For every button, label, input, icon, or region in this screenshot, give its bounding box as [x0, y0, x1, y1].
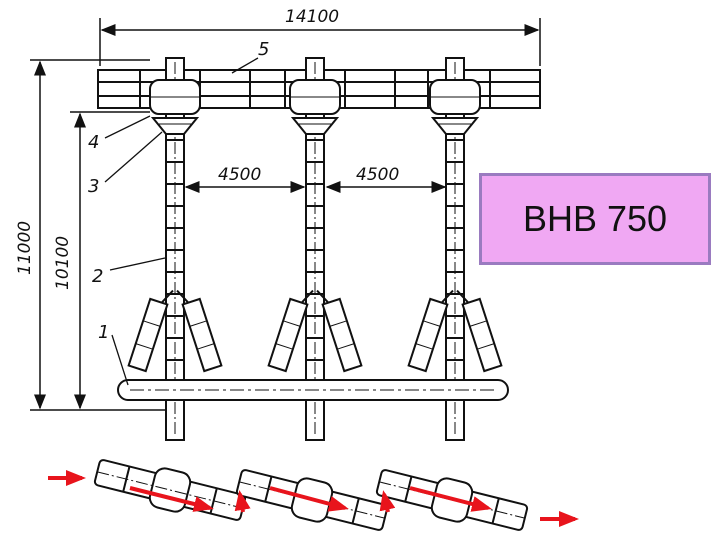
dim-spacing-right: 4500	[356, 165, 399, 185]
model-title-box: ВНВ 750	[479, 173, 711, 265]
dim-total-width: 14100	[285, 7, 339, 27]
callout-leaders	[104, 57, 259, 386]
callout-5: 5	[258, 39, 269, 60]
callout-3: 3	[88, 176, 99, 197]
pole-1	[127, 57, 223, 441]
dim-inner-height: 10100	[53, 236, 73, 290]
callout-2: 2	[92, 266, 103, 287]
model-title: ВНВ 750	[522, 198, 668, 239]
callout-4: 4	[88, 132, 99, 153]
base-frame	[117, 379, 509, 401]
dimension-lines	[30, 18, 541, 411]
pole-3	[407, 57, 503, 441]
pole-2	[267, 57, 363, 441]
poles	[127, 57, 503, 441]
dim-total-height: 11000	[15, 221, 35, 275]
callout-1: 1	[98, 322, 109, 343]
dim-spacing-left: 4500	[218, 165, 261, 185]
drive-link-1	[93, 459, 247, 521]
flow-arrows	[48, 470, 579, 527]
